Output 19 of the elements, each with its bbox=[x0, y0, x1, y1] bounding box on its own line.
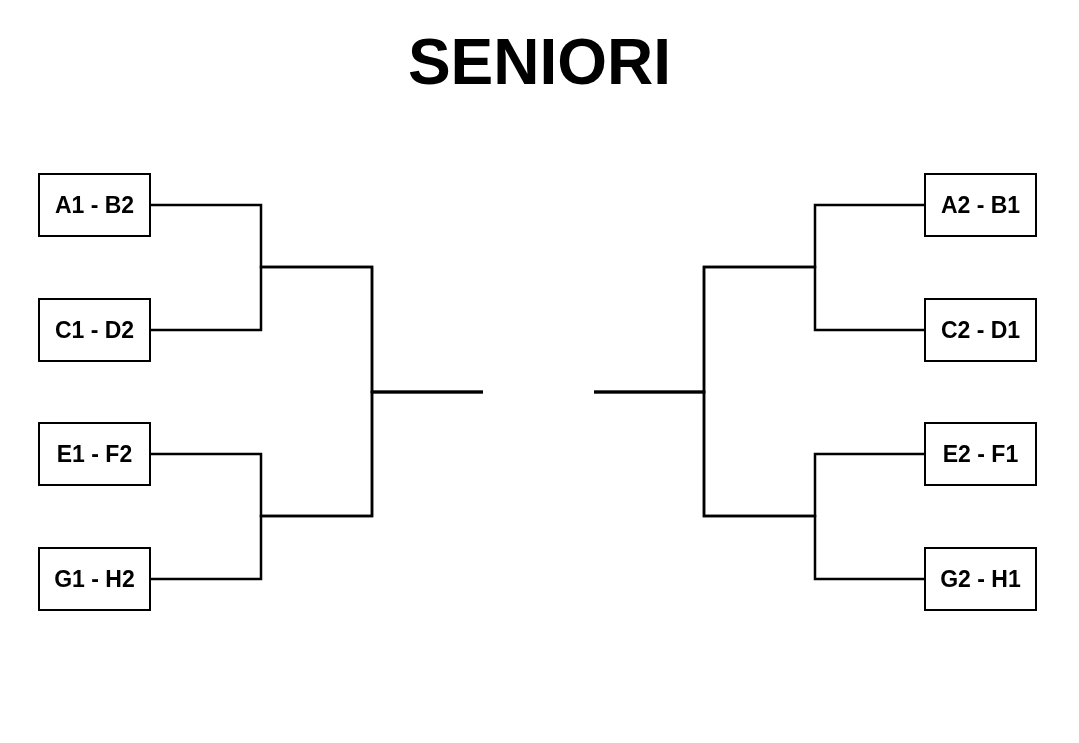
match-box bbox=[924, 298, 1037, 362]
match-label: C1 - D2 bbox=[54, 316, 135, 344]
match-box bbox=[38, 547, 151, 611]
match-box bbox=[38, 298, 151, 362]
match-label: C2 - D1 bbox=[940, 316, 1021, 344]
match-box bbox=[924, 422, 1037, 486]
match-label: A1 - B2 bbox=[54, 191, 135, 219]
match-label: G1 - H2 bbox=[54, 565, 135, 593]
match-label: G2 - H1 bbox=[940, 565, 1021, 593]
match-box bbox=[38, 173, 151, 237]
match-box bbox=[924, 547, 1037, 611]
match-box bbox=[38, 422, 151, 486]
bracket-line bbox=[594, 390, 924, 581]
match-box bbox=[924, 173, 1037, 237]
match-label: A2 - B1 bbox=[940, 191, 1021, 219]
match-label: E1 - F2 bbox=[56, 440, 133, 468]
bracket-line bbox=[151, 390, 483, 581]
title: SENIORI bbox=[407, 25, 672, 100]
match-label: E2 - F1 bbox=[942, 440, 1019, 468]
